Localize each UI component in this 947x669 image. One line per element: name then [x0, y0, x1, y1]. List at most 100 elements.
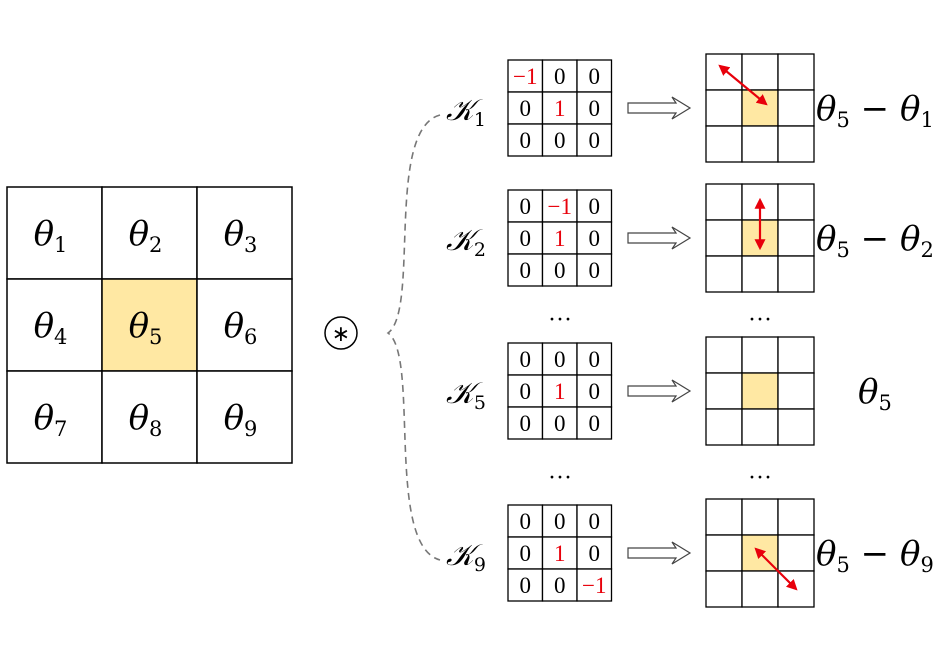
operator-symbol: ∗: [332, 322, 350, 347]
result-cell: [741, 408, 779, 446]
kernel-cell-value: 0: [589, 226, 601, 251]
kernel-cell: [576, 123, 613, 157]
kernel-cell-value: 0: [554, 258, 566, 283]
result-cell: [741, 89, 779, 127]
kernel-cell: [507, 253, 544, 287]
kernel-cell-value: 0: [520, 194, 532, 219]
result-expression: θ5 − θ1: [816, 89, 934, 132]
implies-arrow: [627, 226, 692, 250]
kernel-cell: [541, 342, 578, 376]
kernel-cell-value: 0: [589, 258, 601, 283]
result-cell: [705, 125, 743, 163]
input-cell: [196, 278, 293, 372]
kernel-cell-value: 0: [520, 347, 532, 372]
kernel-cell-value: 1: [554, 226, 566, 251]
kernel-cell-value: −1: [548, 194, 572, 219]
result-sub: 5: [836, 108, 849, 132]
operator-circle: [324, 316, 358, 350]
result-cell: [705, 219, 743, 257]
kernel-cell: [541, 123, 578, 157]
result-cell: [705, 183, 743, 221]
kernel-cell-value: 1: [554, 541, 566, 566]
input-cell-label-base: θ: [34, 306, 54, 346]
kernel-cell-value: 0: [554, 347, 566, 372]
input-cell: [101, 370, 198, 464]
result-minus: −: [850, 89, 900, 129]
kernel-cell-value: 0: [589, 96, 601, 121]
kernel-cell-value: 0: [520, 573, 532, 598]
kernel-cell: [541, 253, 578, 287]
kernel-name: 𝒦5: [446, 376, 486, 414]
kernel-cell: [541, 406, 578, 440]
kernel-cell: [576, 342, 613, 376]
input-cell-label-base: θ: [129, 214, 149, 254]
kernel-cell-value: 0: [554, 573, 566, 598]
kernel-cell-value: −1: [513, 64, 537, 89]
input-cell: [196, 186, 293, 280]
result-cell: [741, 336, 779, 374]
kernel-cell-value: 0: [520, 226, 532, 251]
input-cell-label: θ2: [129, 214, 163, 257]
input-cell-label-base: θ: [224, 398, 244, 438]
input-cell-label-sub: 5: [149, 325, 162, 349]
kernel-cell: [507, 342, 544, 376]
kernel-cell-value: 0: [589, 379, 601, 404]
kernel-name-sub: 5: [474, 392, 486, 414]
kernel-name: 𝒦9: [446, 538, 486, 576]
kernel-cell: [507, 568, 544, 602]
result-cell: [741, 125, 779, 163]
input-cell: [196, 370, 293, 464]
result-cell: [777, 89, 815, 127]
kernel-cell-value: −1: [582, 573, 606, 598]
kernel-cell: [507, 189, 544, 223]
result-cell: [741, 570, 779, 608]
input-cell-label: θ1: [34, 214, 68, 257]
input-cell-label: θ4: [34, 306, 68, 349]
result-cell: [777, 219, 815, 257]
result-sub: 5: [836, 553, 849, 577]
kernel-cell-value: 0: [589, 509, 601, 534]
kernel-cell-value: 0: [589, 347, 601, 372]
kernel-cell-value: 0: [554, 128, 566, 153]
result-cell: [705, 89, 743, 127]
result-expression: θ5: [858, 372, 892, 415]
input-cell-label-base: θ: [224, 214, 244, 254]
input-cell-label: θ3: [224, 214, 258, 257]
result-base: θ: [816, 534, 836, 574]
result-base: θ: [816, 219, 836, 259]
result-ellipsis-2: ···: [748, 465, 772, 491]
result-ellipsis-1: ···: [748, 307, 772, 333]
kernel-cell: [576, 59, 613, 93]
kernel-cell: [541, 59, 578, 93]
kernel-cell-value: 0: [520, 258, 532, 283]
implies-arrow: [627, 96, 692, 120]
result-base2: θ: [900, 534, 920, 574]
result-cell: [705, 255, 743, 293]
kernel-cell-value: 0: [520, 379, 532, 404]
result-sub: 5: [836, 238, 849, 262]
input-cell: [101, 278, 198, 372]
result-base: θ: [858, 372, 878, 412]
kernel-cell: [576, 253, 613, 287]
result-sub: 5: [878, 391, 891, 415]
input-cell-label: θ7: [34, 398, 68, 441]
input-cell-label-base: θ: [34, 398, 54, 438]
kernel-cell-value: 0: [589, 194, 601, 219]
input-cell: [6, 278, 103, 372]
kernel-cell: [576, 504, 613, 538]
input-cell: [6, 186, 103, 280]
input-cell-label-sub: 7: [54, 417, 67, 441]
result-cell: [777, 408, 815, 446]
kernel-ellipsis-2: ···: [548, 465, 572, 491]
input-cell-label-base: θ: [34, 214, 54, 254]
dashed-brace: [386, 114, 441, 561]
input-cell-label-base: θ: [129, 398, 149, 438]
result-minus: −: [850, 534, 900, 574]
kernel-cell: [576, 568, 613, 602]
kernel-cell-value: 0: [554, 411, 566, 436]
kernel-cell-value: 0: [589, 64, 601, 89]
